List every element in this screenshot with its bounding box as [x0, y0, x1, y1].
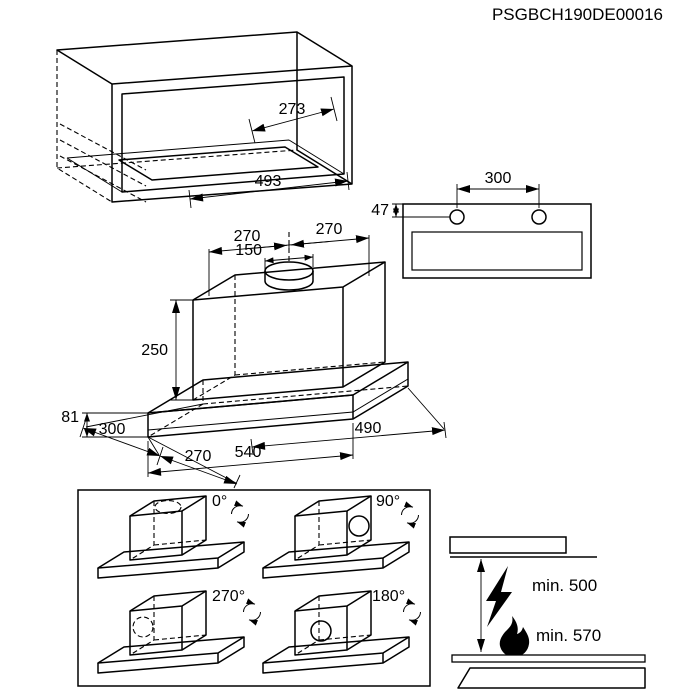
counter-slab	[457, 667, 646, 689]
cabinet-cutout-opening	[118, 146, 319, 181]
rotation-option-180: 180°	[262, 588, 421, 674]
mounting-holes-front-view: 300 47	[371, 170, 592, 279]
total-width-dim: 540	[147, 423, 354, 477]
hood-box-right-face	[342, 262, 386, 388]
rotation-option-90: 90°	[262, 493, 419, 579]
left-half-label: 270	[234, 228, 261, 245]
rotation-option-270: 270°	[97, 588, 261, 674]
hole-offset-dim: 47	[371, 202, 450, 219]
rotation-option-0: 0°	[97, 493, 249, 579]
duct-diameter-label: 150	[235, 242, 262, 259]
hood-box-hidden-lines	[192, 275, 386, 401]
duct-spigot	[264, 261, 314, 291]
rotation-box-border	[77, 489, 431, 687]
hood-front-inner-panel	[411, 231, 583, 271]
duct-diameter-dim: 150	[235, 242, 314, 271]
drawing-number: PSGBCH190DE00016	[492, 5, 663, 24]
body-width-dim: 490	[250, 387, 447, 456]
height-dim: 250	[141, 299, 193, 401]
hood-base-front-face	[147, 394, 354, 438]
flame-icon	[499, 616, 530, 658]
angle-0-label: 0°	[212, 493, 227, 510]
outlet-top-circle	[154, 499, 182, 515]
cutout-depth-label: 273	[279, 101, 306, 118]
hood-base-top-face	[147, 361, 409, 414]
rotation-arrows-icon	[244, 604, 261, 621]
hob-surface	[451, 654, 646, 663]
height-label: 250	[141, 342, 168, 359]
hood-side-profile	[449, 536, 567, 554]
cabinet-hidden-lines	[56, 50, 298, 203]
mounting-hole-right	[531, 209, 547, 225]
right-half-label: 270	[316, 221, 343, 238]
duct-rotation-options: 0° 90° 270° 180°	[77, 489, 431, 687]
outlet-right-circle	[348, 515, 370, 537]
depth-label: 300	[99, 421, 126, 438]
rotation-arrows-icon	[404, 604, 421, 621]
hood-box-top-face	[192, 261, 386, 301]
electric-clearance-label: min. 500	[532, 576, 597, 595]
outlet-left-circle	[132, 616, 154, 638]
cabinet-bottom-panel	[66, 139, 345, 193]
lightning-icon	[486, 566, 512, 627]
cabinet-front-opening	[111, 66, 353, 203]
outlet-front-circle	[310, 620, 332, 642]
cabinet-inner-frame	[121, 76, 345, 193]
cabinet-cutout-width-dim: 493	[188, 171, 350, 209]
hole-spacing-dim: 300	[456, 170, 540, 208]
top-width-dims: 270 270	[208, 221, 370, 296]
total-width-label: 540	[235, 444, 262, 461]
cabinet-cutout-drawing: 273 493	[56, 31, 353, 209]
hood-base-right-face	[352, 362, 409, 420]
hole-offset-label: 47	[371, 202, 389, 219]
rotation-arrows-icon	[402, 507, 419, 524]
angle-270-label: 270°	[212, 588, 245, 605]
installation-clearance-diagram: min. 500 min. 570	[449, 536, 646, 689]
hood-base-seam	[147, 378, 409, 431]
body-depth-label: 270	[185, 448, 212, 465]
angle-180-label: 180°	[372, 588, 405, 605]
hood-dimensions-drawing: 270 270 150 250 81 300	[61, 221, 447, 489]
body-width-label: 490	[355, 420, 382, 437]
hood-box-front-face	[192, 287, 344, 401]
cutout-width-label: 493	[255, 173, 282, 190]
rotation-arrows-icon	[232, 506, 249, 523]
cabinet-cutout-depth-dim: 273	[248, 96, 338, 144]
body-depth-dim: 270	[147, 436, 241, 489]
angle-90-label: 90°	[376, 493, 400, 510]
cabinet-top-face	[56, 31, 353, 85]
gas-clearance-label: min. 570	[536, 626, 601, 645]
base-height-label: 81	[61, 409, 79, 426]
hole-spacing-label: 300	[485, 170, 512, 187]
depth-dim: 300	[79, 403, 204, 466]
